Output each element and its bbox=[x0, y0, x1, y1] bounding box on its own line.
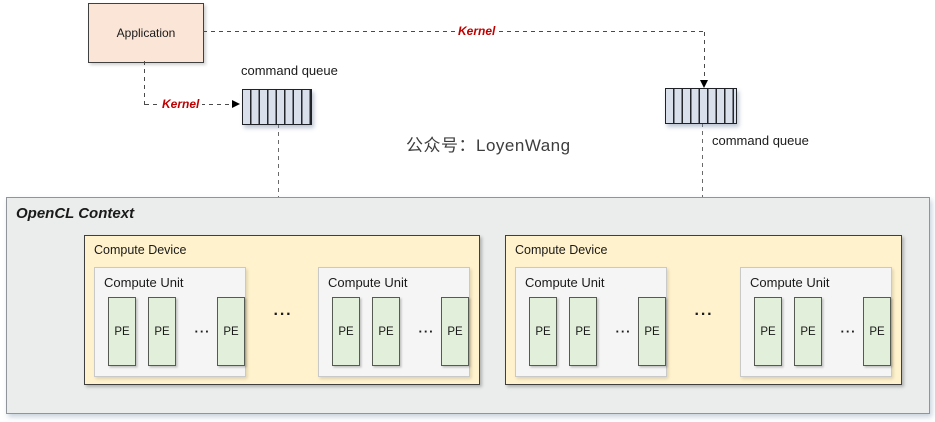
connector-application-drop bbox=[144, 61, 146, 105]
pe-box: PE bbox=[108, 297, 136, 366]
pe-box: PE bbox=[863, 297, 891, 366]
compute-device-1: Compute Device Compute Unit PE PE ··· PE… bbox=[84, 235, 480, 385]
compute-unit-1: Compute Unit PE PE ··· PE bbox=[94, 267, 246, 377]
opencl-context-box: OpenCL Context Compute Device Compute Un… bbox=[6, 197, 930, 414]
opencl-context-title: OpenCL Context bbox=[16, 205, 135, 222]
compute-device-2: Compute Device Compute Unit PE PE ··· PE… bbox=[505, 235, 902, 385]
pe-box: PE bbox=[529, 297, 557, 366]
pe-box: PE bbox=[372, 297, 400, 366]
pe-row: PE PE ··· PE bbox=[754, 297, 891, 366]
connector-application-to-queue2 bbox=[203, 31, 705, 33]
compute-unit-3-label: Compute Unit bbox=[525, 275, 605, 290]
pe-row: PE PE ··· PE bbox=[108, 297, 245, 366]
application-label: Application bbox=[116, 26, 176, 40]
command-queue-1-label: command queue bbox=[241, 63, 338, 78]
pe-box: PE bbox=[754, 297, 782, 366]
command-queue-2-label: command queue bbox=[712, 133, 809, 148]
pe-ellipsis: ··· bbox=[194, 324, 211, 339]
pe-box: PE bbox=[569, 297, 597, 366]
pe-box: PE bbox=[794, 297, 822, 366]
pe-row: PE PE ··· PE bbox=[332, 297, 469, 366]
pe-ellipsis: ··· bbox=[840, 324, 857, 339]
pe-box: PE bbox=[441, 297, 469, 366]
command-queue-1 bbox=[242, 89, 312, 125]
connector-queue2-to-device2 bbox=[702, 123, 704, 226]
kernel-label-left: Kernel bbox=[159, 97, 203, 111]
application-box: Application bbox=[88, 3, 204, 63]
compute-unit-3: Compute Unit PE PE ··· PE bbox=[515, 267, 667, 377]
pe-box: PE bbox=[332, 297, 360, 366]
connector-queue2-drop bbox=[704, 32, 706, 81]
pe-box: PE bbox=[638, 297, 666, 366]
pe-row: PE PE ··· PE bbox=[529, 297, 666, 366]
watermark-text: 公众号：LoyenWang bbox=[406, 136, 571, 155]
kernel-label-top: Kernel bbox=[455, 24, 499, 38]
pe-ellipsis: ··· bbox=[418, 324, 435, 339]
pe-ellipsis: ··· bbox=[615, 324, 632, 339]
compute-unit-4: Compute Unit PE PE ··· PE bbox=[740, 267, 892, 377]
pe-box: PE bbox=[217, 297, 245, 366]
pe-box: PE bbox=[148, 297, 176, 366]
compute-unit-4-label: Compute Unit bbox=[750, 275, 830, 290]
connector-queue1-to-device1 bbox=[278, 124, 280, 226]
compute-device-1-label: Compute Device bbox=[94, 243, 187, 257]
compute-unit-ellipsis: ··· bbox=[273, 306, 293, 323]
compute-device-2-label: Compute Device bbox=[515, 243, 608, 257]
command-queue-2 bbox=[665, 88, 737, 124]
arrowhead-into-queue1 bbox=[232, 100, 240, 108]
compute-unit-ellipsis: ··· bbox=[694, 306, 714, 323]
compute-unit-2: Compute Unit PE PE ··· PE bbox=[318, 267, 470, 377]
compute-unit-1-label: Compute Unit bbox=[104, 275, 184, 290]
arrowhead-into-queue2 bbox=[700, 80, 708, 88]
compute-unit-2-label: Compute Unit bbox=[328, 275, 408, 290]
